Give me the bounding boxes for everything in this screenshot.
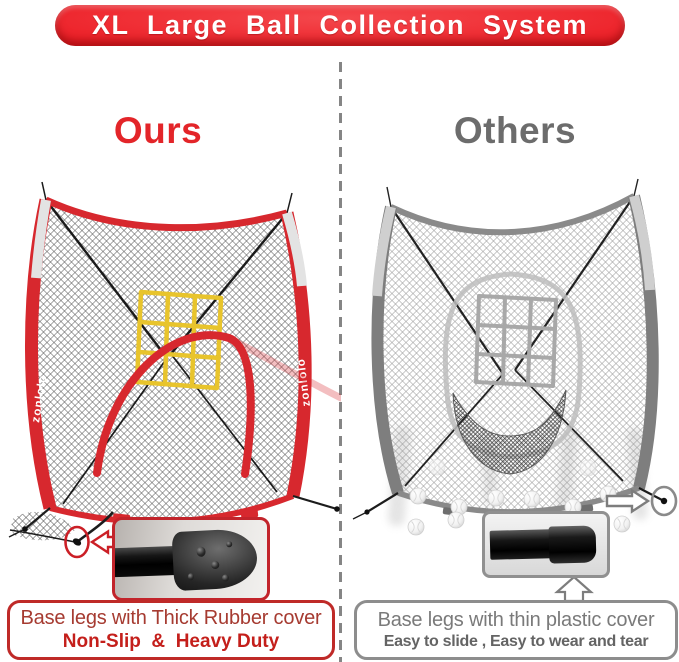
brand-logo-right-pole: zonlolo bbox=[295, 357, 313, 407]
others-callout-box: Base legs with thin plastic cover Easy t… bbox=[354, 600, 678, 660]
others-leg-tube bbox=[489, 529, 552, 560]
ours-heading: Ours bbox=[113, 110, 203, 151]
thin-plastic-cap bbox=[548, 525, 597, 564]
ours-ball-return-arch bbox=[93, 331, 341, 478]
right-arrow-icon bbox=[605, 488, 651, 514]
others-strike-zone-target bbox=[474, 294, 558, 388]
thick-rubber-cap bbox=[171, 527, 259, 592]
ours-net-mesh bbox=[31, 200, 306, 522]
ours-callout-line1: Base legs with Thick Rubber cover bbox=[20, 607, 322, 629]
ours-legs bbox=[8, 494, 338, 544]
up-arrow-icon bbox=[554, 575, 594, 602]
others-leg-inset-photo bbox=[482, 511, 610, 578]
others-feet bbox=[364, 497, 668, 515]
others-net-illustration bbox=[352, 178, 678, 602]
ours-callout-line2: Non-Slip & Heavy Duty bbox=[62, 631, 280, 652]
others-ball-pouch bbox=[452, 389, 567, 475]
divider-dashed-line bbox=[339, 62, 342, 662]
ours-net-illustration: zonlolo zonlolo bbox=[8, 181, 341, 559]
others-callout-line1: Base legs with thin plastic cover bbox=[377, 609, 655, 631]
ours-frame bbox=[25, 196, 312, 525]
water-droplet bbox=[187, 573, 195, 581]
banner-title: XL Large Ball Collection System bbox=[91, 10, 589, 40]
ours-feet bbox=[22, 506, 340, 546]
others-foot-highlight-circle bbox=[650, 485, 678, 517]
water-droplet bbox=[226, 541, 233, 548]
water-droplet bbox=[211, 560, 220, 570]
water-droplet bbox=[221, 574, 230, 582]
others-callout-line2: Easy to slide , Easy to wear and tear bbox=[383, 633, 649, 650]
title-banner: XL Large Ball Collection System bbox=[55, 5, 625, 46]
water-droplet bbox=[196, 546, 206, 557]
ours-callout-box: Base legs with Thick Rubber cover Non-Sl… bbox=[7, 600, 335, 660]
ours-foot-highlight-circle bbox=[64, 525, 90, 559]
others-legs bbox=[352, 487, 665, 520]
others-heading: Others bbox=[453, 110, 577, 151]
ours-leg-inset-photo bbox=[112, 517, 270, 601]
